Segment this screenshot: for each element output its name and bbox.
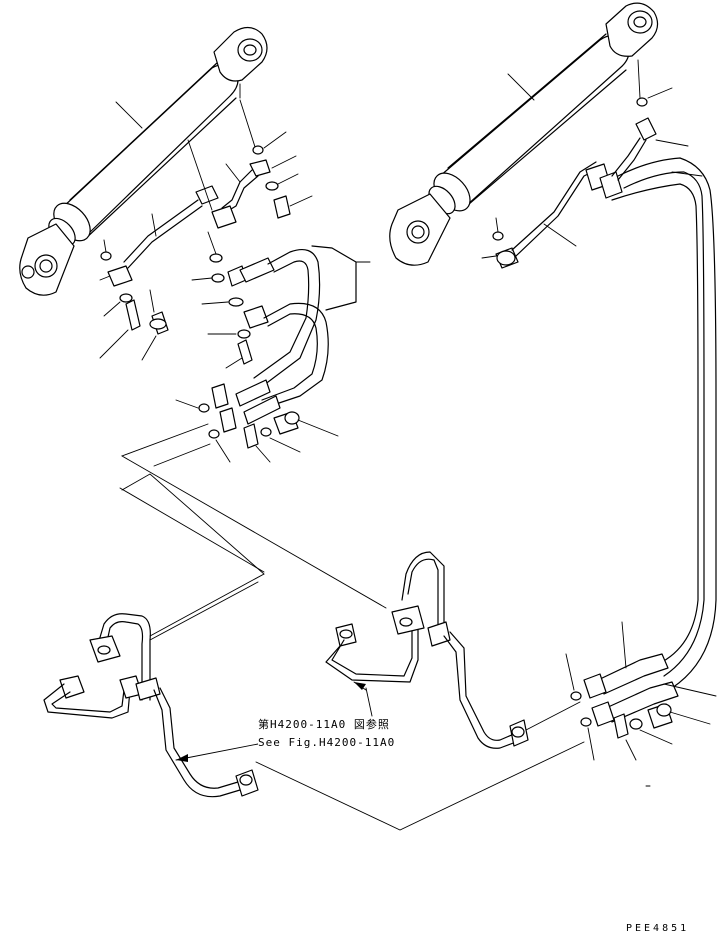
right-cylinder-icon — [389, 2, 659, 266]
drawing-code: PEE4851 — [626, 923, 690, 934]
right-hose-ends — [565, 621, 717, 787]
left-cylinder-fittings — [99, 83, 313, 369]
reference-note-english: See Fig.H4200-11A0 — [258, 736, 396, 749]
group-outline — [119, 423, 585, 831]
right-cylinder-fittings — [481, 59, 717, 689]
reference-note-japanese: 第H4200-11A0 図参照 — [258, 718, 390, 731]
left-hoses — [175, 245, 371, 463]
center-tube-assembly — [325, 551, 581, 749]
left-tube-assembly — [43, 581, 259, 798]
left-cylinder-icon — [19, 26, 268, 296]
